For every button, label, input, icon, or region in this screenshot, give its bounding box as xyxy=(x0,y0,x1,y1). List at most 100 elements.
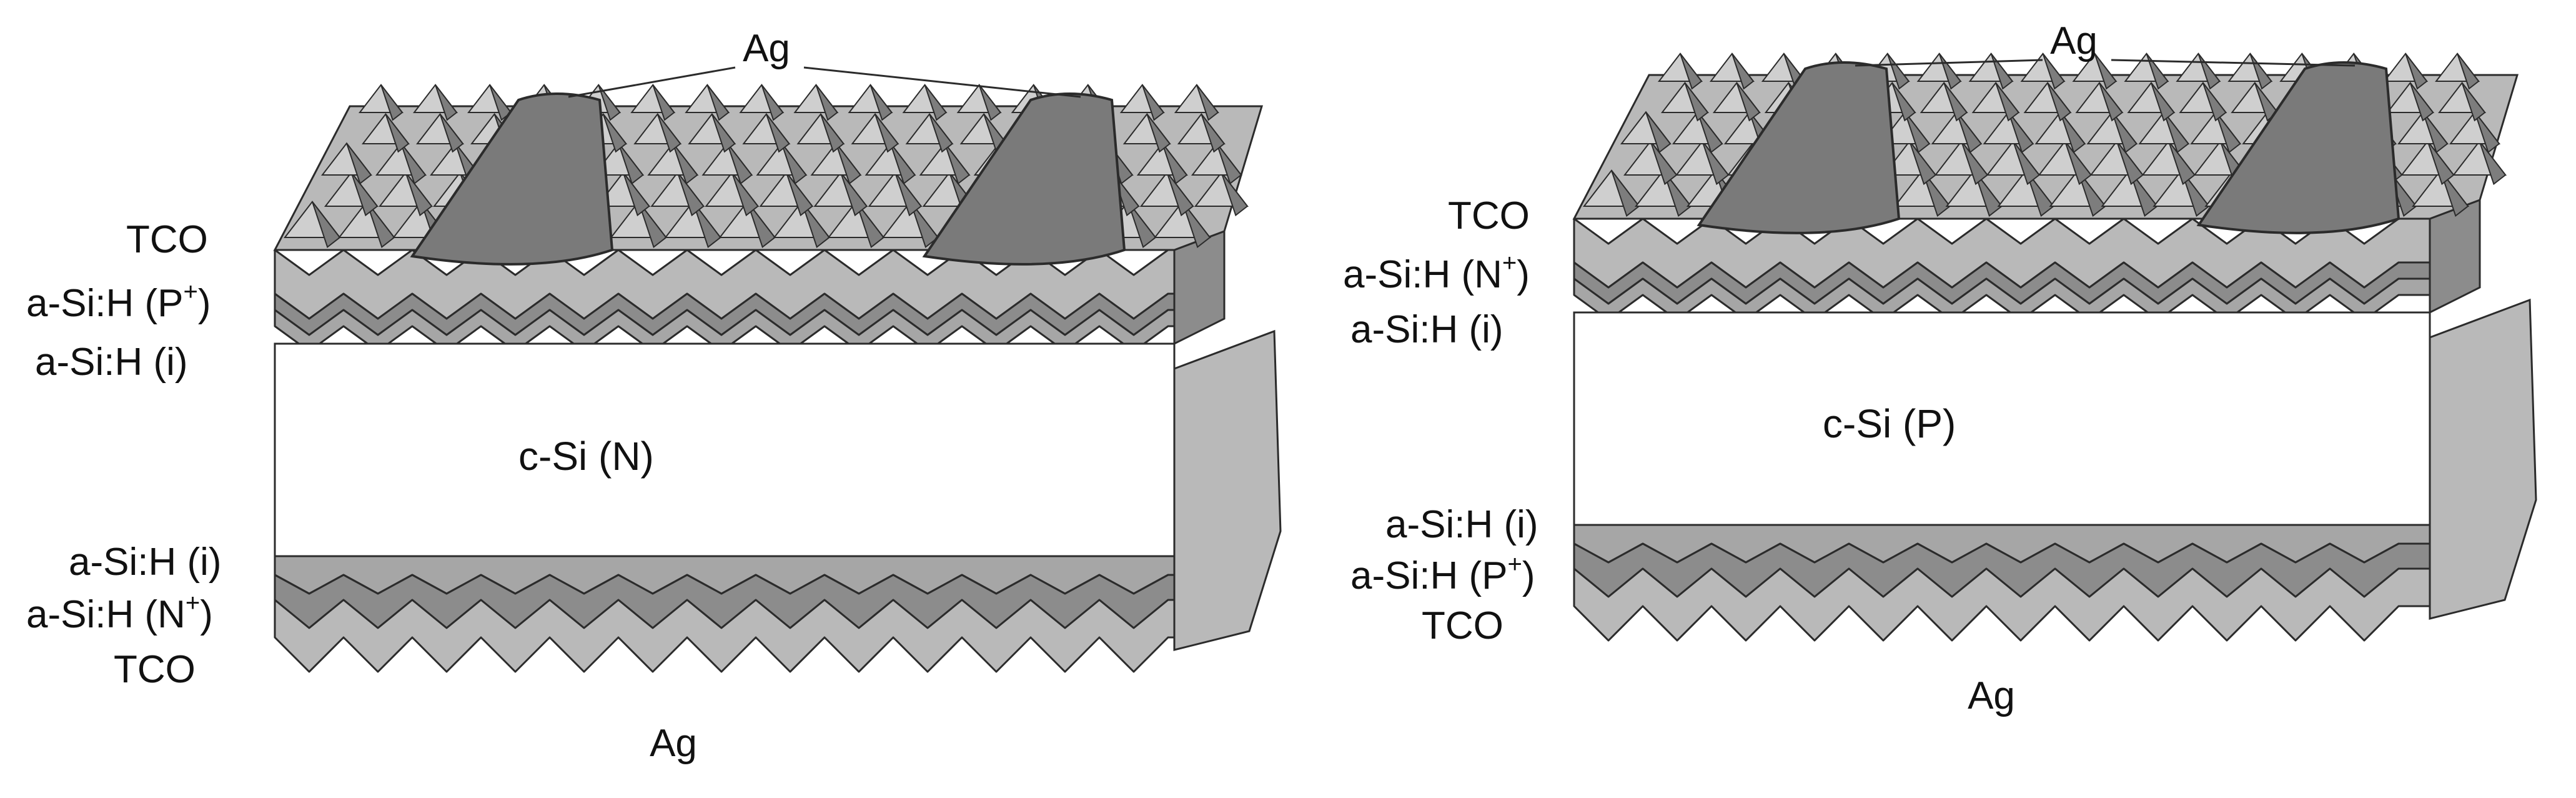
pyramid-shadow xyxy=(385,113,410,153)
pyramid-shadow xyxy=(618,142,644,185)
bottom-intrinsic-label: a-Si:H (i) xyxy=(1385,503,1538,546)
pyramid-shadow xyxy=(869,84,893,121)
pyramid-shadow xyxy=(1146,113,1171,153)
pyramid-shadow xyxy=(2064,141,2092,186)
pyramid-shadow xyxy=(1161,142,1188,185)
bulk-label: c-Si (P) xyxy=(1823,401,1956,446)
ag-fingers xyxy=(1697,61,2400,234)
side-section xyxy=(1173,329,1282,651)
cell-diagram-p-type: Ag TCO a-Si:H (N+) a-Si:H (i) c-Si (P) a… xyxy=(1343,19,2537,717)
pyramid-shadow xyxy=(1645,111,1672,154)
pyramid-shadow xyxy=(2008,111,2034,154)
pyramid-shadow xyxy=(889,142,916,185)
pyramid-shadow xyxy=(786,172,813,217)
pyramid-shadow xyxy=(2249,53,2272,90)
pyramid-shadow xyxy=(1909,141,1937,186)
pyramid-shadow xyxy=(978,84,1002,121)
pyramid-shadow xyxy=(2440,170,2469,217)
top-intrinsic-label: a-Si:H (i) xyxy=(1350,308,1503,351)
pyramid-shadow xyxy=(815,84,838,121)
pyramid-shadow xyxy=(2409,82,2434,122)
pyramid-shadow xyxy=(2094,53,2117,90)
pyramid-shadow xyxy=(1973,170,2003,217)
pyramid-shadow xyxy=(909,201,939,249)
pyramid-shadow xyxy=(2042,53,2065,90)
pyramid-shadow xyxy=(598,84,621,121)
pyramid-shadow xyxy=(781,142,807,185)
bulk-label: c-Si (N) xyxy=(518,434,654,479)
bottom-doped-label: a-Si:H (P+) xyxy=(1350,551,1535,597)
ag-finger-1 xyxy=(2196,61,2400,234)
pyramid-shadow xyxy=(676,172,705,217)
pyramid-shadow xyxy=(1990,53,2014,90)
pyramid-shadow xyxy=(2129,170,2158,217)
bottom-texture-layers xyxy=(1573,298,2537,642)
ag-finger-0 xyxy=(1697,61,1901,234)
bottom-ag-label: Ag xyxy=(1968,674,2015,717)
top-texture-layers xyxy=(274,229,1226,352)
pyramid-shadow xyxy=(672,142,698,185)
pyramid-shadow xyxy=(1904,111,1931,154)
pyramid-shadow xyxy=(2457,53,2480,90)
wafer-body xyxy=(274,342,1176,557)
pyramid-shadow xyxy=(2099,82,2123,122)
pyramid-shadow xyxy=(2077,170,2106,217)
pyramid-shadow xyxy=(2059,111,2086,154)
top-ag-label: Ag xyxy=(743,27,790,70)
pyramid-shadow xyxy=(1221,172,1249,217)
pyramid-shadow xyxy=(874,113,899,153)
pyramid-shadow xyxy=(835,142,861,185)
bottom-doped-label-sup: + xyxy=(186,589,200,617)
pyramid-shadow xyxy=(380,84,404,121)
top-texture-layers xyxy=(1573,198,2481,321)
pyramid-shadow xyxy=(2405,53,2428,90)
pyramid-shadow xyxy=(1943,82,1968,122)
pyramid-shadow xyxy=(2047,82,2071,122)
pyramid-shadow xyxy=(2163,111,2189,154)
pyramid-shadow xyxy=(1995,82,2020,122)
pyramid-shadow xyxy=(711,113,736,153)
top-tco-label: TCO xyxy=(126,218,208,261)
pyramid-shadow xyxy=(855,201,884,249)
pyramid-shadow xyxy=(765,113,790,153)
pyramid-shadow xyxy=(731,172,759,217)
pyramid-shadow xyxy=(346,142,372,185)
pyramid-shadow xyxy=(1650,141,1678,186)
pyramid-shadow xyxy=(435,84,458,121)
pyramid-shadow xyxy=(405,172,433,217)
pyramid-shadow xyxy=(400,142,427,185)
pyramid-shadow xyxy=(366,201,395,249)
bottom-doped-label: a-Si:H (N+) xyxy=(26,589,213,636)
pyramid-shadow xyxy=(924,84,947,121)
pyramid-shadow xyxy=(1697,111,1723,154)
pyramid-shadow xyxy=(2215,111,2241,154)
pyramid-shadow xyxy=(439,113,464,153)
pyramid-shadow xyxy=(2111,111,2138,154)
pyramid-shadow xyxy=(840,172,868,217)
wafer-body xyxy=(1573,311,2431,526)
top-doped-label: a-Si:H (N+) xyxy=(1343,249,1530,296)
pyramid-shadow xyxy=(2461,82,2486,122)
pyramid-shadow xyxy=(1201,113,1226,153)
pyramid-shadow xyxy=(656,113,681,153)
pyramid-shadow xyxy=(2146,53,2169,90)
top-doped-label-close: ) xyxy=(1517,253,1530,296)
bottom-doped-label-close: ) xyxy=(200,593,213,636)
pyramid-shadow xyxy=(1166,172,1194,217)
pyramid-shadow xyxy=(1731,53,1755,90)
pyramid-shadow xyxy=(1956,111,1983,154)
ag-leader-0 xyxy=(1855,59,2043,67)
pyramid-shadow xyxy=(638,201,667,249)
pyramid-shadow xyxy=(820,113,845,153)
bottom-ag-label: Ag xyxy=(650,722,697,765)
pyramid-shadow xyxy=(2474,111,2500,154)
pyramid-shadow xyxy=(312,201,341,249)
top-doped-label-close: ) xyxy=(198,282,211,325)
pyramid-shadow xyxy=(1961,141,1989,186)
label-leaders xyxy=(1855,59,2356,67)
top-doped-label-sup: + xyxy=(1502,249,1517,277)
ag-leader-1 xyxy=(2111,59,2356,67)
bottom-texture-layers xyxy=(274,329,1282,673)
